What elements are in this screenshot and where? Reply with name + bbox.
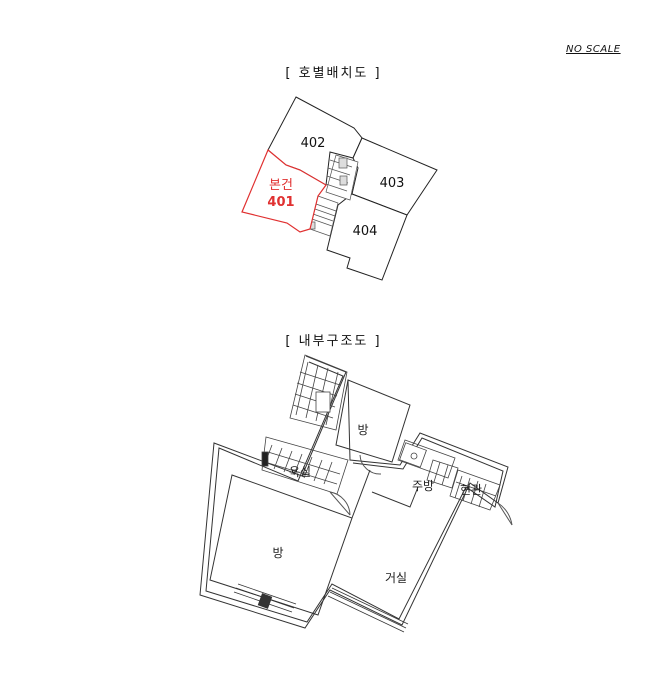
kitchen-partition [371,486,419,508]
living-partition [351,469,371,519]
layout-plan-title: [ 호별배치도 ] [285,66,382,81]
unit-404-outline [326,193,408,281]
unit-402-label: 402 [301,136,326,151]
core-stair [307,154,359,237]
room-top-label: 방 [357,423,368,437]
kitchen-counter [397,439,459,489]
unit-401-subject-outline [241,149,327,233]
living-window [327,587,409,633]
laundry-block [449,469,501,511]
kitchen-label: 주방 [412,479,434,493]
subject-unit-prefix: 본건 [269,178,293,193]
upper-bath-block [289,354,348,431]
room-main-walls [209,474,353,616]
scale-note: NO SCALE [566,44,621,55]
interior-plan-title: [ 내부구조도 ] [285,334,382,349]
unit-403-label: 403 [380,176,405,191]
bathroom-label: 욕실 [289,465,311,479]
laundry-label: 현관 [460,483,482,497]
room-main-door-arc [329,491,351,516]
entry-door-line [497,502,513,526]
room-top-walls [335,379,411,463]
entry-door-arc [497,502,513,526]
living-room-label: 거실 [385,571,407,585]
subject-unit-number: 401 [267,195,294,210]
unit-404-label: 404 [353,224,378,239]
interior-plan-diagram [199,354,513,633]
room-top-door-arc [359,454,382,475]
unit-layout-diagram [241,96,438,281]
room-main-window [233,583,297,613]
room-main-label: 방 [272,546,283,560]
